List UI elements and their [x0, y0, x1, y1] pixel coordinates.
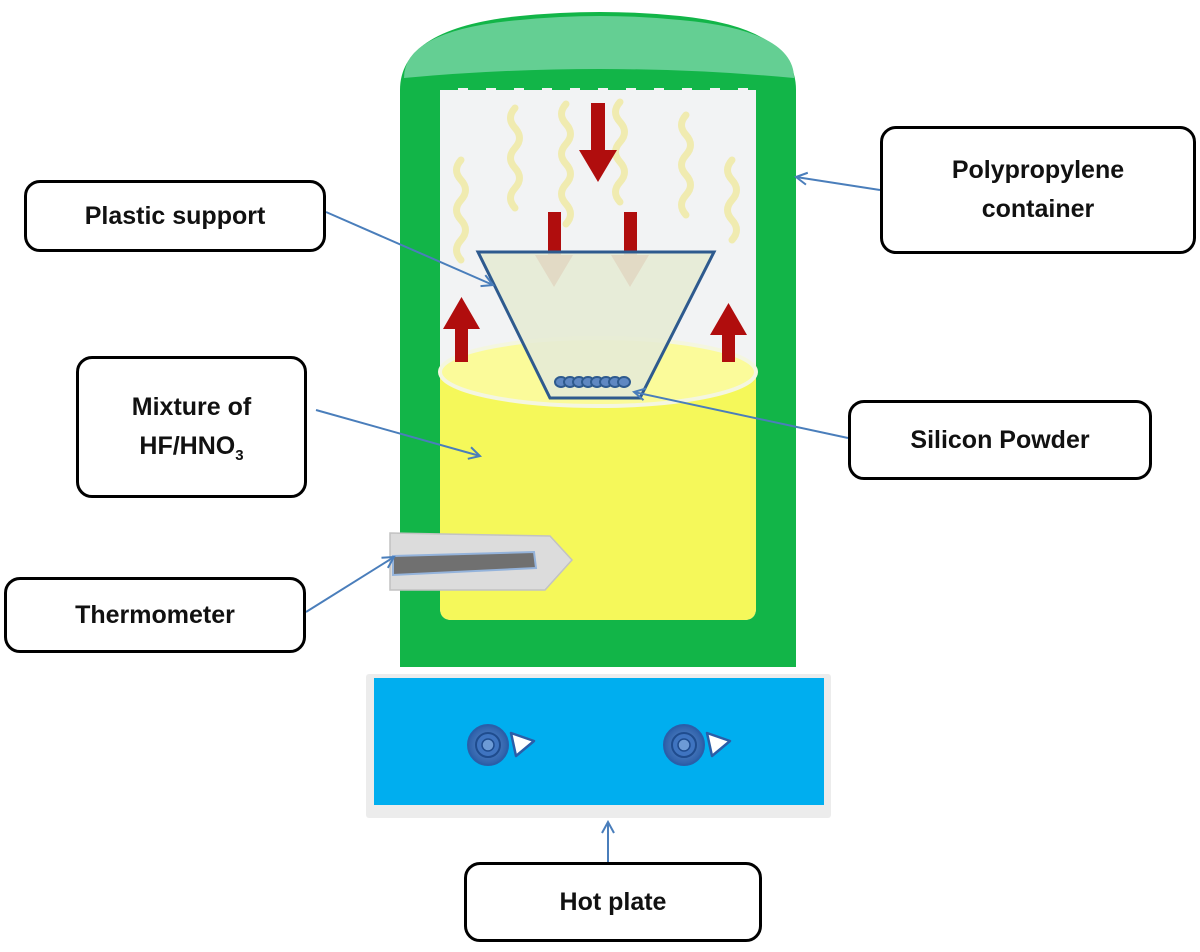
thermometer-rod	[392, 550, 538, 577]
leader-line-plastic-support	[325, 211, 493, 285]
down-arrow-icon	[579, 103, 617, 182]
mixture-text-line1: Mixture of	[131, 393, 252, 422]
polypropylene-text-line1: Polypropylene	[951, 156, 1125, 185]
vapor-wisp	[507, 104, 523, 212]
mixture-text-line2: HF/HNO3	[132, 427, 251, 466]
hot-plate-top	[374, 678, 824, 805]
silicon-powder	[554, 376, 631, 388]
thermometer-icon	[389, 532, 574, 591]
label-thermometer: Thermometer	[4, 577, 306, 653]
leader-line-thermometer	[305, 557, 394, 613]
hot-plate-knob-icon	[663, 724, 732, 766]
label-hot-plate: Hot plate	[464, 862, 762, 942]
label-polypropylene-container: Polypropylene container	[880, 126, 1196, 254]
hot-plate-text: Hot plate	[559, 887, 667, 916]
mixture-formula: HF/HNO	[139, 432, 236, 460]
label-plastic-support: Plastic support	[24, 180, 326, 252]
leader-line-polypropylene	[796, 177, 881, 191]
thermometer-text: Thermometer	[75, 600, 235, 629]
mixture-formula-subscript: 3	[235, 447, 244, 464]
vapor-wisp	[453, 156, 469, 264]
hot-plate-knob-icon	[467, 724, 536, 766]
silicon-powder-text: Silicon Powder	[910, 425, 1090, 454]
leader-line-mixture	[315, 409, 480, 456]
label-mixture: Mixture of HF/HNO3	[76, 356, 307, 498]
polypropylene-text: Polypropylene container	[952, 151, 1124, 229]
polypropylene-text-line2: container	[981, 195, 1095, 223]
up-arrow-icon	[710, 303, 747, 362]
container-lid	[404, 16, 794, 78]
vapor-wisp	[558, 100, 574, 228]
hot-plate	[366, 674, 831, 818]
vapor-wisp	[678, 111, 694, 219]
vapor-wisp	[724, 156, 740, 244]
mixture-text: Mixture of HF/HNO3	[132, 388, 251, 466]
label-silicon-powder: Silicon Powder	[848, 400, 1152, 480]
plastic-support-text: Plastic support	[84, 201, 266, 230]
leader-lines	[305, 177, 881, 862]
up-arrow-icon	[443, 297, 480, 362]
leader-line-silicon-powder	[634, 392, 849, 439]
